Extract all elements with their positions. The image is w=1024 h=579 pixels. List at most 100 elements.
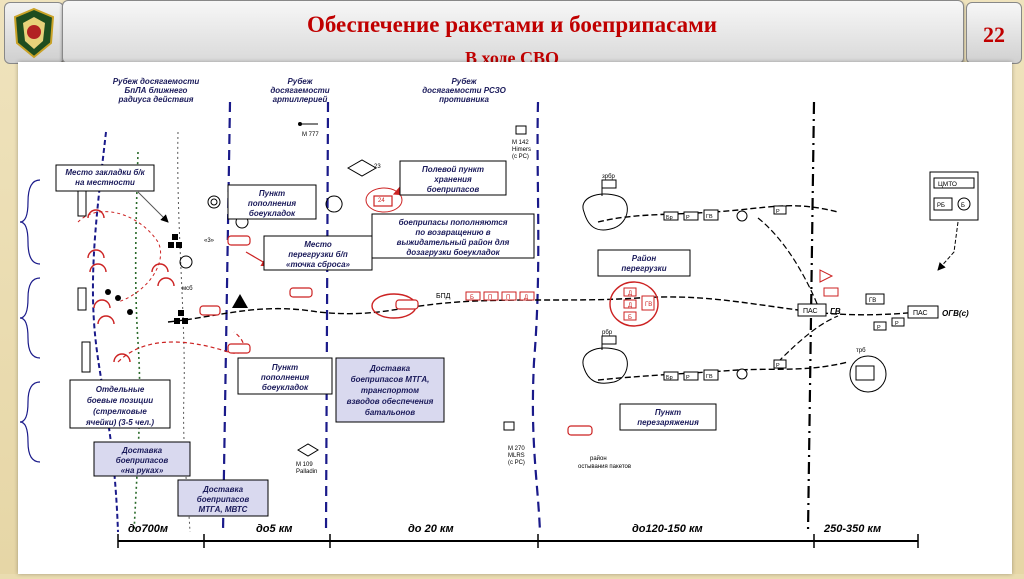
svg-text:артиллерией: артиллерией [273,95,328,104]
red-front-arc [77,211,162,303]
lower-route-vehicles [663,359,787,381]
box-popolnyayutsya: боеприпасы пополняются по возвращению в … [371,213,535,259]
svg-text:взводов обеспечения: взводов обеспечения [347,397,434,406]
page-number: 22 [966,2,1022,64]
svg-text:боевые позиции: боевые позиции [87,396,153,405]
svg-text:Рубеж: Рубеж [287,77,313,86]
svg-text:трб: трб [856,348,866,354]
svg-text:Отдельные: Отдельные [96,385,145,394]
m142-marker: М 142 Himers (с РС) [512,125,531,160]
reload-area-boxes [623,287,655,321]
deep-range-line [806,101,816,533]
header-mlrs: Рубеж досягаемости РСЗО противника [422,77,506,104]
storage-point-icon: 23 24 [325,159,403,213]
svg-text:перезаряжения: перезаряжения [637,418,699,427]
mlrs-range-line [324,101,330,533]
svg-text:Рубеж: Рубеж [451,77,477,86]
svg-text:досягаемости РСЗО: досягаемости РСЗО [422,86,506,95]
svg-text:М 777: М 777 [302,132,319,138]
svg-text:район: район [590,455,607,462]
m270-marker: М 270 MLRS (с РС) [503,421,525,466]
svg-text:ГВ: ГВ [830,307,841,316]
link-route-upper [757,217,819,307]
svg-text:Р: Р [895,321,899,327]
ogv-unit: ГВ ПАС ОГВ(с) Р Р [865,293,969,331]
svg-text:БпЛА ближнего: БпЛА ближнего [125,86,188,95]
svg-text:Д: Д [628,291,632,297]
distance-150km: до120-150 км [632,523,703,535]
red-vehicles [199,195,593,436]
svg-text:боеприпасов: боеприпасов [116,456,169,465]
svg-text:боеукладок: боеукладок [262,383,309,392]
svg-text:выжидательный район для: выжидательный район для [397,238,510,247]
cmto-unit: ЦМТО РБ Б [929,171,979,271]
svg-text:боеприпасов: боеприпасов [197,495,250,504]
svg-text:23: 23 [374,164,381,170]
bracket-mid [19,277,41,359]
svg-text:противника: противника [439,95,489,104]
svg-text:Доставка: Доставка [369,364,411,373]
svg-text:РБ: РБ [937,203,945,209]
svg-text:Бр: Бр [666,215,673,221]
svg-text:Р: Р [877,325,881,331]
svg-text:Пункт: Пункт [259,189,285,198]
svg-text:боеприпасы пополняются: боеприпасы пополняются [399,218,508,227]
label-rayon-ostyvaniya: район остывания пакетов [578,455,631,470]
distance-20km: до 20 км [408,523,454,535]
box-punkt-popolneniya-bot: Пункт пополнения боеукладок [237,357,333,395]
red-return-loop [117,331,245,363]
svg-text:Р: Р [686,215,690,221]
supply-diagram: Рубеж досягаемости БпЛА ближнего радиуса… [19,77,979,548]
svg-text:MLRS: MLRS [508,453,525,459]
svg-text:боеукладок: боеукладок [249,209,296,218]
box-polevoy-punkt: Полевой пункт хранения боеприпасов [399,160,507,196]
svg-text:МТГА, МВТС: МТГА, МВТС [199,505,248,514]
svg-text:боеприпасов МТГА,: боеприпасов МТГА, [351,375,430,384]
front-line [91,131,119,533]
svg-text:Пункт: Пункт [272,363,298,372]
svg-text:Б: Б [470,295,474,301]
black-arrow-1 [137,191,169,223]
svg-text:на местности: на местности [75,178,135,187]
svg-text:Пункт: Пункт [655,408,681,417]
svg-text:хранения: хранения [433,175,472,184]
svg-text:Palladin: Palladin [296,469,317,475]
svg-text:ячейки) (3-5 чел.): ячейки) (3-5 чел.) [85,418,154,427]
box-rayon-peregruzki: Район перегрузки [597,249,691,277]
title-bar [62,0,964,64]
svg-text:«точка сброса»: «точка сброса» [286,260,351,269]
svg-text:(стрелковые: (стрелковые [93,407,147,416]
svg-text:ЦМТО: ЦМТО [938,181,957,188]
page-title: Обеспечение ракетами и боеприпасами [306,12,718,37]
svg-text:Б: Б [628,315,632,321]
svg-text:батальонов: батальонов [365,408,415,417]
svg-text:(с РС): (с РС) [508,460,525,466]
svg-text:Доставка: Доставка [202,485,244,494]
distance-350km: 250-350 км [823,523,881,535]
svg-text:пополнения: пополнения [248,199,297,208]
svg-text:Полевой пункт: Полевой пункт [422,165,484,174]
lower-supply-route [597,361,849,381]
svg-text:П: П [506,295,510,301]
front-symbols [87,209,175,363]
reload-area-ellipse [609,281,659,327]
uav-range-line [177,131,191,533]
svg-text:(с РС): (с РС) [512,154,529,160]
distance-scale [117,534,919,548]
svg-text:ГВ: ГВ [869,298,876,304]
m777-marker: М 777 [298,122,319,138]
svg-text:остывания пакетов: остывания пакетов [578,464,631,470]
distance-5km: до5 км [256,523,292,535]
box-punkt-perezaryazheniya: Пункт перезаряжения [619,403,717,431]
unit-3-label: «3» [204,238,215,244]
svg-text:Район: Район [632,254,657,263]
artillery-range-line [221,101,232,533]
upper-route-vehicles [663,205,787,222]
svg-text:Р: Р [686,375,690,381]
upper-supply-route [597,205,839,223]
svg-text:24: 24 [378,198,385,204]
svg-text:«на руках»: «на руках» [121,466,164,475]
svg-text:М 270: М 270 [508,446,525,452]
svg-text:М 109: М 109 [296,462,313,468]
